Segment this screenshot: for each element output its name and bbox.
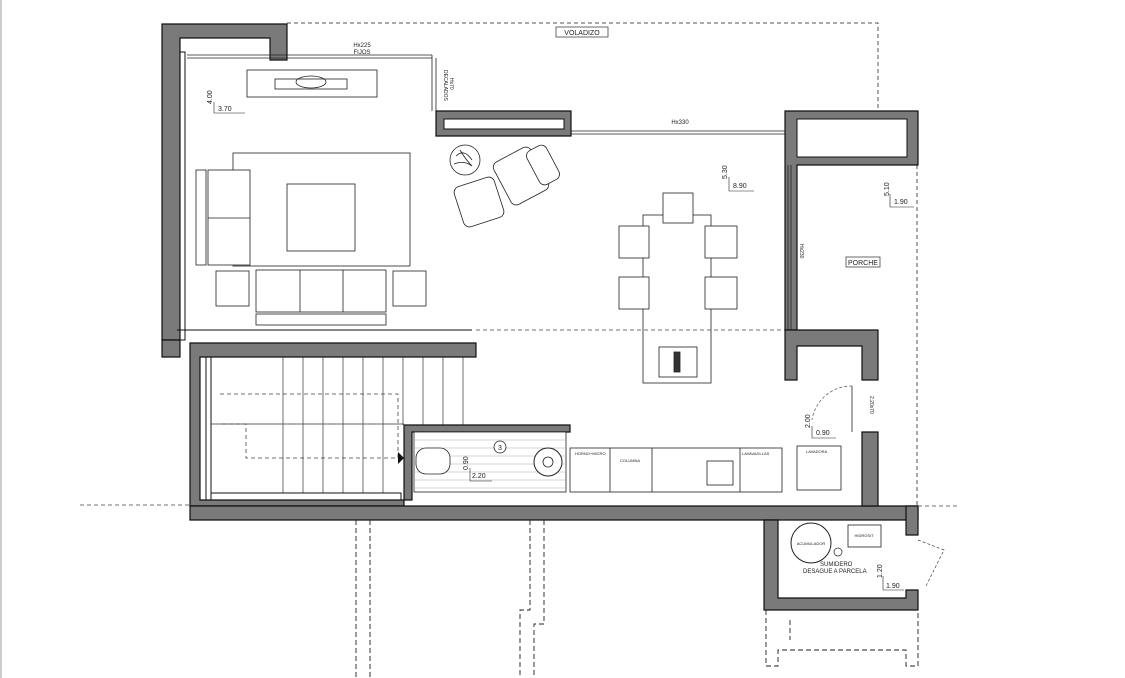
svg-text:0.90: 0.90 [463, 456, 470, 470]
svg-text:HIDROSIT: HIDROSIT [854, 533, 874, 538]
svg-text:5.10: 5.10 [884, 182, 891, 196]
bathroom: 3 0.90 2.20 [413, 431, 567, 493]
kitchen-label-1: HORNO+MICRO [575, 451, 606, 456]
svg-text:8.90: 8.90 [733, 183, 747, 190]
interior-lines [177, 51, 908, 501]
kitchen-label-2: COLUMNA [620, 458, 640, 463]
exterior-walls [161, 23, 919, 611]
bathroom-number: 3 [498, 445, 502, 452]
tv-console [246, 69, 378, 98]
porch-label: PORCHE [848, 260, 878, 267]
svg-text:2.20: 2.20 [472, 473, 486, 480]
svg-text:ACUMULADOR: ACUMULADOR [797, 541, 826, 546]
svg-text:1.20: 1.20 [877, 564, 884, 578]
stair-arrow-icon [398, 452, 404, 464]
svg-text:0.90: 0.90 [816, 430, 830, 437]
kitchen-label-3: LAVAVAJILLAS [742, 451, 770, 456]
overhang-label-box [555, 26, 609, 38]
staircase [211, 357, 464, 493]
window-label-center: Hx330 [671, 120, 689, 126]
svg-text:3.70: 3.70 [218, 106, 232, 113]
porch-label-box [845, 256, 881, 268]
window-label-side-b: DECALADOS [442, 70, 448, 102]
kitchen-label-4: LAVADORA [806, 449, 828, 454]
svg-text:DESAGUE A PARCELA: DESAGUE A PARCELA [803, 569, 867, 575]
living-dimension: 4.00 3.70 [207, 90, 245, 114]
dining-dimension: 5.30 8.90 [722, 165, 754, 192]
overhang-outline [287, 22, 918, 510]
sofa-set [195, 152, 427, 326]
dining-table [618, 192, 738, 384]
dashed-zone [80, 329, 960, 507]
utility-room: ACUMULADOR HIDROSIT SUMIDERO DESAGUE A P… [790, 522, 945, 591]
overhang-label: VOLADIZO [564, 30, 600, 37]
kitchen-run [569, 445, 842, 493]
foundation-lines [355, 520, 919, 678]
porch-dimension: 5.10 1.90 [884, 182, 914, 208]
svg-text:1.90: 1.90 [894, 199, 908, 206]
svg-text:4.00: 4.00 [207, 90, 214, 104]
svg-text:2.20x70: 2.20x70 [868, 396, 874, 414]
svg-text:SUMIDERO: SUMIDERO [820, 562, 853, 568]
glazing [187, 54, 792, 330]
armchairs [449, 144, 560, 228]
window-label-a: Hx225 [353, 43, 371, 49]
window-label-side: Hx70 [448, 78, 454, 90]
svg-text:2.00: 2.00 [805, 414, 812, 428]
window-label-b: FIJOS [353, 50, 370, 56]
svg-text:5.30: 5.30 [722, 165, 729, 179]
laundry-dimension: 2.00 0.90 2.20x70 [805, 385, 874, 439]
svg-text:1.90: 1.90 [886, 583, 900, 590]
window-label-right: Hx230 [798, 244, 804, 259]
